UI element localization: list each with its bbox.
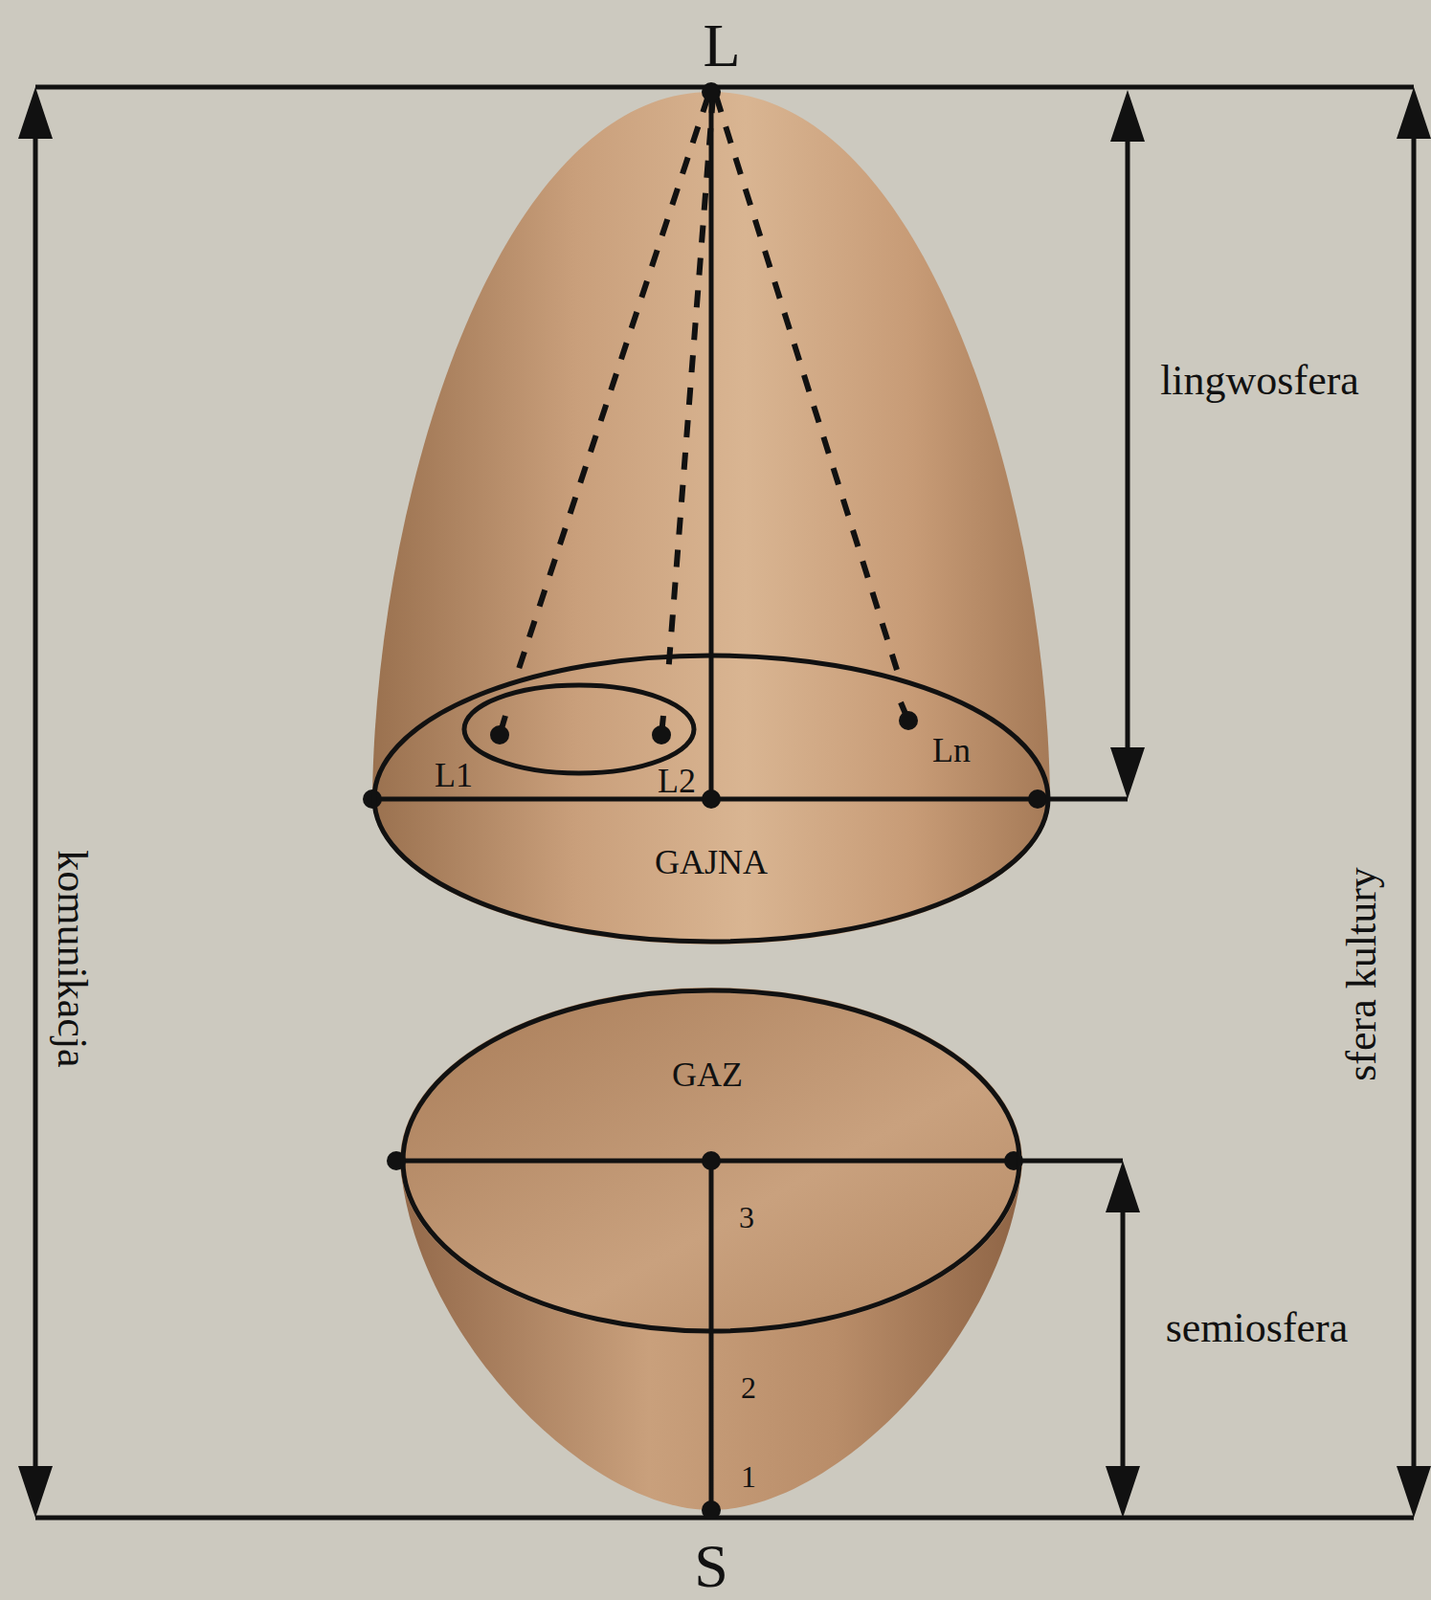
node-label: GAJNA <box>654 842 768 883</box>
gaz-ellipse: GAZ <box>400 987 1023 1335</box>
ellipse-outline <box>371 652 1051 945</box>
callout-number: 3 <box>738 1202 755 1233</box>
ellipse-outline <box>400 987 1023 1335</box>
callout-number: 1 <box>740 1461 757 1493</box>
dome-shape <box>372 91 1051 945</box>
apex-label: L <box>702 15 740 77</box>
dot-ticks <box>499 702 909 736</box>
callout-number: 2 <box>740 1372 757 1404</box>
axis-label: sfera kultury <box>1341 867 1384 1082</box>
axis-label: komunikacja <box>50 849 93 1068</box>
point-label: Ln <box>932 733 971 768</box>
axis-lines <box>372 91 1038 1511</box>
frame-lines <box>35 87 1414 1519</box>
dashed-rays <box>516 95 897 675</box>
point-label: L1 <box>434 758 473 793</box>
point-label: L2 <box>657 763 696 799</box>
node-label: GAZ <box>671 1054 743 1096</box>
dimension-label: semiosfera <box>1165 1307 1349 1350</box>
arrowheads <box>18 87 1431 1519</box>
points <box>362 82 1048 1521</box>
dimension-label: lingwosfera <box>1160 359 1360 403</box>
base-label: S <box>693 1536 729 1598</box>
gajna-ellipse: GAJNA <box>371 652 1051 945</box>
